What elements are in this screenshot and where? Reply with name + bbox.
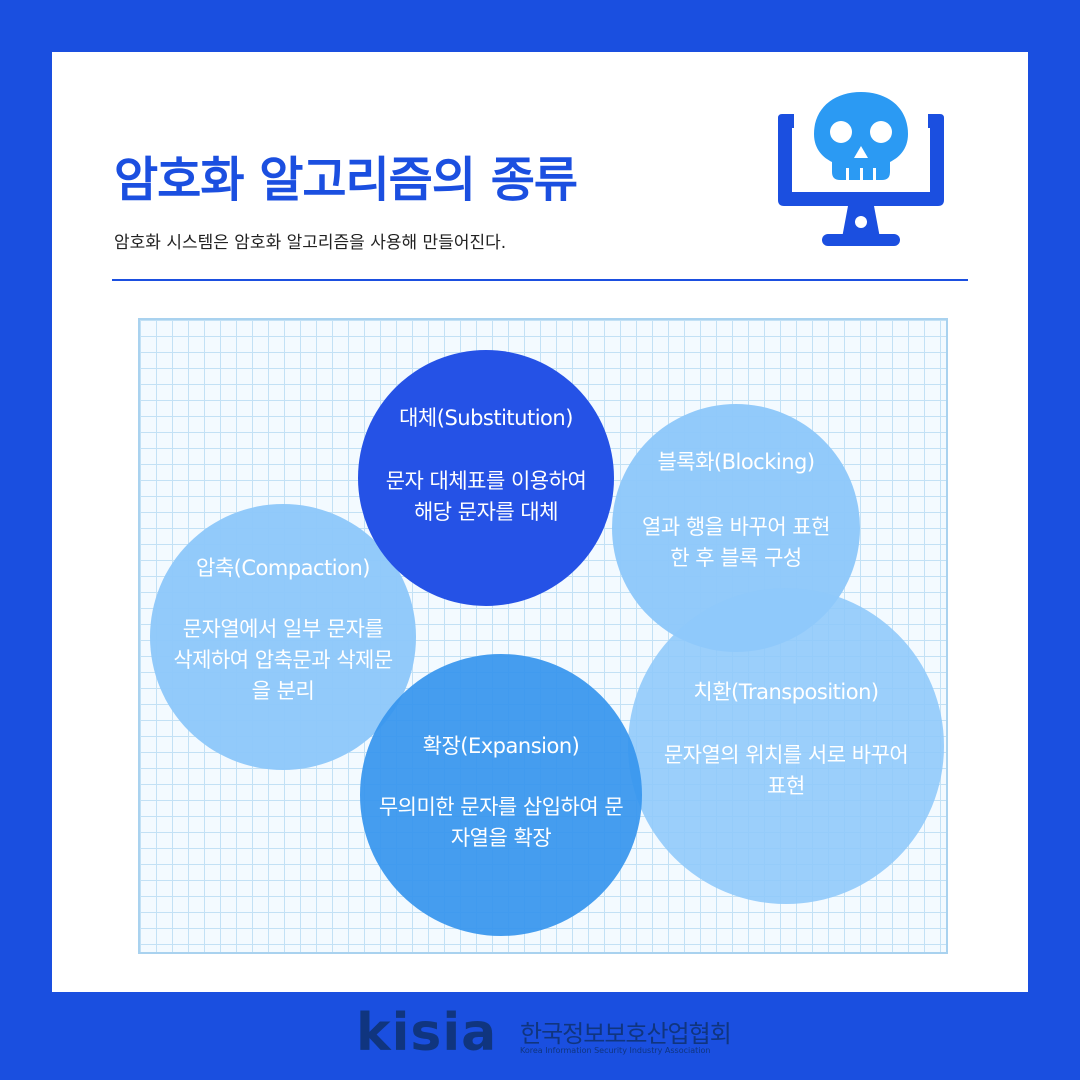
circle-transposition-description: 문자열의 위치를 서로 바꾸어 표현 (663, 743, 909, 798)
circle-substitution-description: 문자 대체표를 이용하여 해당 문자를 대체 (385, 469, 587, 524)
circle-transposition: 치환(Transposition) 문자열의 위치를 서로 바꾸어 표현 (628, 588, 944, 904)
page-title: 암호화 알고리즘의 종류 (114, 152, 578, 208)
org-name: 한국정보보호산업협회 (520, 1020, 732, 1048)
footer: kisia 한국정보보호산업협회 Korea Information Secur… (356, 1003, 736, 1068)
circle-substitution-title: 대체(Substitution) (399, 406, 573, 430)
circle-compaction-title: 압축(Compaction) (196, 556, 370, 580)
circle-blocking-description: 열과 행을 바꾸어 표현한 후 블록 구성 (642, 515, 830, 570)
circle-expansion: 확장(Expansion) 무의미한 문자를 삽입하여 문자열을 확장 (360, 654, 642, 936)
circle-compaction-description: 문자열에서 일부 문자를 삭제하여 압축문과 삭제문을 분리 (173, 617, 393, 703)
header-divider (112, 279, 968, 281)
page-subtitle: 암호화 시스템은 암호화 알고리즘을 사용해 만들어진다. (114, 233, 507, 253)
circle-expansion-title: 확장(Expansion) (422, 734, 580, 758)
org-name-english: Korea Information Security Industry Asso… (520, 1046, 711, 1055)
circle-transposition-title: 치환(Transposition) (693, 680, 879, 704)
circle-expansion-description: 무의미한 문자를 삽입하여 문자열을 확장 (378, 795, 624, 850)
grid-background: 압축(Compaction) 문자열에서 일부 문자를 삭제하여 압축문과 삭제… (138, 318, 948, 954)
kisia-logo: kisia (356, 1003, 498, 1063)
circle-substitution: 대체(Substitution) 문자 대체표를 이용하여 해당 문자를 대체 (358, 350, 614, 606)
circle-blocking-title: 블록화(Blocking) (657, 450, 815, 474)
content-card: 암호화 알고리즘의 종류 암호화 시스템은 암호화 알고리즘을 사용해 만들어진… (52, 52, 1028, 992)
skull-monitor-icon (778, 92, 944, 246)
circle-compaction: 압축(Compaction) 문자열에서 일부 문자를 삭제하여 압축문과 삭제… (150, 504, 416, 770)
